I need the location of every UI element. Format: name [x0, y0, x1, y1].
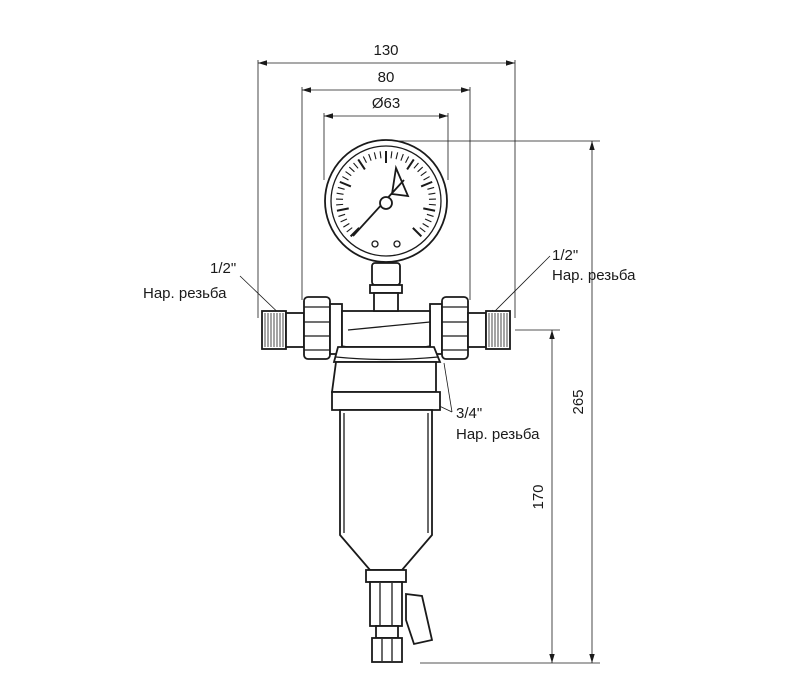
gauge-tick: [348, 166, 355, 173]
gauge-tick: [339, 180, 352, 188]
gauge-tick: [424, 218, 432, 223]
filter-head: [332, 310, 442, 363]
filter-bowl: [330, 361, 441, 571]
dimension-overall-width: 130: [257, 42, 516, 318]
pressure-gauge: [324, 139, 448, 263]
left-union-nut: [303, 296, 343, 360]
gauge-tick: [426, 213, 434, 217]
gauge-tick: [420, 171, 427, 177]
drain-valve-handle: [405, 592, 434, 646]
gauge-tick: [423, 176, 430, 181]
right-union-nut: [429, 296, 469, 360]
gauge-tick: [362, 156, 367, 163]
right-threaded-connector: [467, 310, 511, 350]
gauge-tick: [342, 176, 349, 181]
dimension-lower-height: 170: [515, 329, 560, 663]
gauge-screw-left: [371, 240, 379, 248]
gauge-tick: [413, 162, 419, 169]
dimension-total-height: 265: [386, 140, 600, 664]
gauge-tick: [336, 203, 344, 206]
gauge-tick: [405, 156, 410, 163]
gauge-tick: [379, 151, 382, 159]
dimension-gauge-diameter: Ø63: [323, 95, 449, 180]
gauge-tick: [353, 162, 359, 169]
gauge-tick: [336, 207, 349, 212]
gauge-stem: [369, 262, 403, 312]
callout-center-size: 3/4": [456, 405, 482, 422]
callout-center-thread-type: Нар. резьба: [456, 426, 540, 443]
gauge-tick: [423, 207, 436, 212]
gauge-needle-hub: [379, 196, 393, 210]
gauge-tick: [390, 151, 393, 159]
gauge-scale-ticks: [336, 151, 436, 238]
callout-left-size: 1/2": [210, 260, 236, 277]
gauge-tick: [419, 227, 426, 233]
dimension-body-width-label: 80: [378, 69, 395, 86]
gauge-tick: [412, 227, 423, 238]
callout-left-thread: 1/2" Нар. резьба: [143, 260, 289, 323]
gauge-tick: [336, 192, 344, 195]
callout-right-thread: 1/2" Нар. резьба: [487, 247, 636, 319]
gauge-tick: [357, 158, 366, 170]
dimension-overall-width-label: 130: [373, 42, 398, 59]
gauge-tick: [428, 203, 436, 206]
gauge-tick: [343, 223, 350, 228]
gauge-tick: [406, 158, 415, 170]
callout-right-size: 1/2": [552, 247, 578, 264]
gauge-tick: [338, 213, 346, 217]
gauge-tick: [346, 227, 353, 233]
gauge-tick: [368, 153, 372, 161]
gauge-tick: [420, 180, 433, 188]
gauge-tick: [428, 192, 436, 195]
gauge-tick: [345, 171, 352, 177]
gauge-tick: [400, 153, 404, 161]
callout-right-thread-type: Нар. резьба: [552, 267, 636, 284]
left-threaded-connector: [261, 310, 305, 350]
gauge-tick: [427, 186, 435, 190]
gauge-tick: [417, 166, 424, 173]
drain-valve: [365, 569, 434, 663]
gauge-tick: [422, 223, 429, 228]
dimension-gauge-diameter-label: Ø63: [372, 95, 400, 112]
gauge-tick: [395, 152, 399, 160]
dimension-lower-height-label: 170: [530, 484, 547, 509]
gauge-tick: [340, 218, 348, 223]
gauge-tick: [373, 152, 377, 160]
dimension-total-height-label: 265: [570, 389, 587, 414]
gauge-screw-right: [393, 240, 401, 248]
callout-left-thread-type: Нар. резьба: [143, 285, 227, 302]
gauge-tick: [337, 186, 345, 190]
dimension-body-width: 80: [301, 69, 471, 300]
gauge-needle: [352, 179, 405, 237]
gauge-tick: [349, 227, 360, 238]
